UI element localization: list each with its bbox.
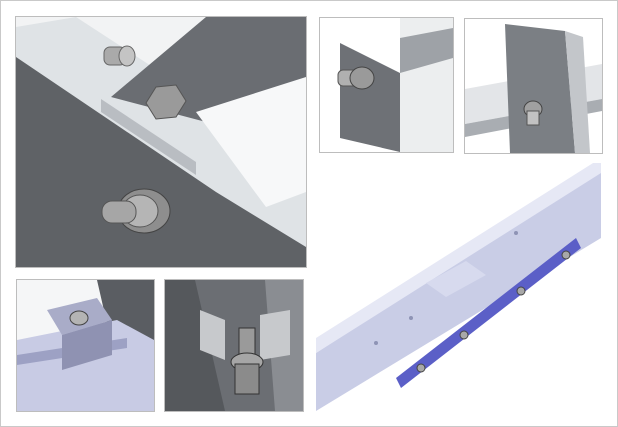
- panel-rail-splice: [316, 163, 601, 411]
- clamp-body: [505, 24, 575, 153]
- clamp-bolt-illustration: [165, 280, 303, 411]
- rail-splice-illustration: [316, 163, 601, 411]
- mid-clamp-illustration: [17, 280, 154, 411]
- clamp-side: [565, 31, 590, 153]
- rail-top-flange: [316, 163, 601, 353]
- bracket-edge: [101, 99, 196, 175]
- bracket-inner-face: [196, 77, 306, 207]
- bolt-stud-upper: [103, 45, 136, 67]
- clamp-bolt: [523, 100, 543, 126]
- panel-clamp-bolt: [164, 279, 304, 412]
- panel-mid-clamp: [16, 279, 155, 412]
- bracket-closeup-illustration: [16, 17, 306, 267]
- bracket-plate-illustration: [320, 18, 453, 152]
- hex-bolt-upper: [145, 84, 187, 120]
- bolt-nut-lower: [101, 188, 171, 234]
- panel-rail-clamp: [464, 18, 603, 154]
- splice-bar: [396, 238, 581, 388]
- panel-bracket-plate: [319, 17, 454, 153]
- clamp-front: [62, 320, 112, 370]
- rail-left: [165, 280, 225, 411]
- clamp-bolt-head: [69, 310, 89, 326]
- splice-bolts: [416, 250, 571, 373]
- clamp-jaw-left: [200, 310, 225, 360]
- hex-bolt: [337, 66, 375, 90]
- rail-joint: [426, 261, 486, 297]
- rail-holes: [374, 231, 518, 345]
- clamp-jaw-right: [260, 310, 290, 360]
- clamp-bolt-assembly: [230, 327, 264, 395]
- channel-top: [400, 28, 453, 73]
- rail-side-face: [16, 57, 306, 267]
- rail-clamp-illustration: [465, 19, 602, 153]
- panel-bracket-closeup: [15, 16, 307, 268]
